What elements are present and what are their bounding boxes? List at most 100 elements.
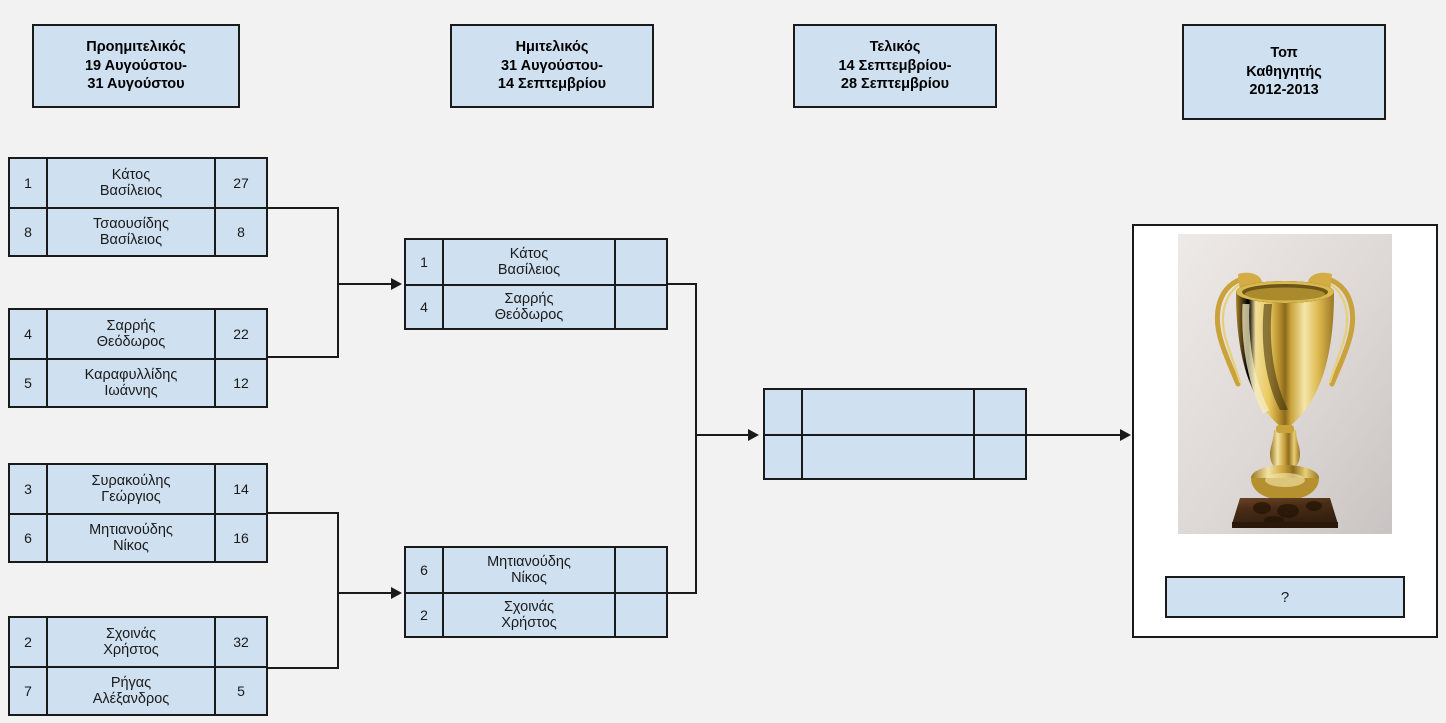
match-row[interactable]: 4 Σαρρής Θεόδωρος xyxy=(406,284,666,328)
player-name-cell: Μητιανούδης Νίκος xyxy=(48,515,216,561)
player-lastname: Ρήγας xyxy=(110,674,152,691)
match-row[interactable] xyxy=(765,434,1025,478)
player-firstname: Νίκος xyxy=(113,538,149,554)
round-header-final: Τελικός 14 Σεπτεμβρίου- 28 Σεπτεμβρίου xyxy=(793,24,997,108)
connector-sf1-sf2-join xyxy=(695,283,697,594)
seed-cell: 7 xyxy=(10,668,48,714)
match-row[interactable]: 8 Τσαουσίδης Βασίλειος 8 xyxy=(10,207,266,255)
match-row[interactable]: 1 Κάτος Βασίλειος 27 xyxy=(10,159,266,207)
round-header-date-to: 31 Αυγούστου xyxy=(87,76,185,93)
seed-cell: 8 xyxy=(10,209,48,255)
score-cell xyxy=(616,548,666,592)
seed-cell: 2 xyxy=(406,594,444,636)
match-quarterfinal-3[interactable]: 3 Συρακούλης Γεώργιος 14 6 Μητιανούδης Ν… xyxy=(8,463,268,563)
match-row[interactable]: 1 Κάτος Βασίλειος xyxy=(406,240,666,284)
score-cell xyxy=(616,240,666,284)
player-name-cell: Συρακούλης Γεώργιος xyxy=(48,465,216,513)
player-name-cell: Τσαουσίδης Βασίλειος xyxy=(48,209,216,255)
player-firstname: Γεώργιος xyxy=(101,489,161,505)
arrow-into-semifinal-2 xyxy=(391,587,402,599)
player-name-cell: Κάτος Βασίλειος xyxy=(444,240,616,284)
winner-panel: ? xyxy=(1132,224,1438,638)
score-cell: 22 xyxy=(233,326,249,342)
match-row[interactable]: 7 Ρήγας Αλέξανδρος 5 xyxy=(10,666,266,714)
round-header-title: Τοπ xyxy=(1270,45,1298,62)
match-row[interactable]: 6 Μητιανούδης Νίκος 16 xyxy=(10,513,266,561)
match-quarterfinal-2[interactable]: 4 Σαρρής Θεόδωρος 22 5 Καραφυλλίδης Ιωάν… xyxy=(8,308,268,408)
player-firstname: Βασίλειος xyxy=(497,262,561,278)
connector-qf4-out xyxy=(268,667,338,669)
seed-cell: 1 xyxy=(10,159,48,207)
player-firstname: Θεόδωρος xyxy=(96,334,166,350)
player-name-cell: Μητιανούδης Νίκος xyxy=(444,548,616,592)
seed-cell: 1 xyxy=(406,240,444,284)
seed-cell: 6 xyxy=(10,515,48,561)
match-row[interactable]: 4 Σαρρής Θεόδωρος 22 xyxy=(10,310,266,358)
player-lastname: Κάτος xyxy=(509,245,549,262)
connector-qf3-qf4-join xyxy=(337,512,339,669)
arrow-into-semifinal-1 xyxy=(391,278,402,290)
round-header-date-from: 19 Αυγούστου- xyxy=(84,57,187,74)
seed-cell: 3 xyxy=(10,465,48,513)
connector-sf2-in xyxy=(337,592,393,594)
score-cell: 27 xyxy=(233,175,249,191)
player-firstname: Νίκος xyxy=(511,570,547,586)
score-cell: 8 xyxy=(237,224,245,240)
seed-cell: 2 xyxy=(10,618,48,666)
round-header-date-from: 31 Αυγούστου- xyxy=(500,57,603,74)
player-firstname: Χρήστος xyxy=(501,615,557,631)
arrow-into-winner-panel xyxy=(1120,429,1131,441)
winner-name-slot[interactable]: ? xyxy=(1165,576,1405,618)
arrow-into-final xyxy=(748,429,759,441)
round-header-top-teacher: Τοπ Καθηγητής 2012-2013 xyxy=(1182,24,1386,120)
match-row[interactable]: 6 Μητιανούδης Νίκος xyxy=(406,548,666,592)
connector-qf1-out xyxy=(268,207,338,209)
match-row[interactable] xyxy=(765,390,1025,434)
player-firstname: Ιωάννης xyxy=(104,383,158,399)
round-header-season: 2012-2013 xyxy=(1249,82,1319,99)
match-row[interactable]: 5 Καραφυλλίδης Ιωάννης 12 xyxy=(10,358,266,406)
score-cell: 5 xyxy=(237,683,245,699)
match-row[interactable]: 2 Σχοινάς Χρήστος 32 xyxy=(10,618,266,666)
match-semifinal-2[interactable]: 6 Μητιανούδης Νίκος 2 Σχοινάς Χρήστος xyxy=(404,546,668,638)
player-firstname: Βασίλειος xyxy=(99,183,163,199)
score-cell xyxy=(616,594,666,636)
seed-cell xyxy=(765,390,803,434)
player-name-cell: Κάτος Βασίλειος xyxy=(48,159,216,207)
match-quarterfinal-4[interactable]: 2 Σχοινάς Χρήστος 32 7 Ρήγας Αλέξανδρος … xyxy=(8,616,268,716)
connector-qf2-out xyxy=(268,356,338,358)
seed-cell: 4 xyxy=(10,310,48,358)
player-firstname: Αλέξανδρος xyxy=(92,691,170,707)
connector-final-in xyxy=(695,434,750,436)
connector-qf1-qf2-join xyxy=(337,207,339,358)
player-firstname: Βασίλειος xyxy=(99,232,163,248)
connector-qf3-out xyxy=(268,512,338,514)
player-lastname: Σαρρής xyxy=(504,290,554,307)
player-lastname: Κάτος xyxy=(111,166,151,183)
connector-sf1-in xyxy=(337,283,393,285)
match-semifinal-1[interactable]: 1 Κάτος Βασίλειος 4 Σαρρής Θεόδωρος xyxy=(404,238,668,330)
round-header-quarterfinal: Προημιτελικός 19 Αυγούστου- 31 Αυγούστου xyxy=(32,24,240,108)
match-final[interactable] xyxy=(763,388,1027,480)
match-row[interactable]: 2 Σχοινάς Χρήστος xyxy=(406,592,666,636)
player-name-cell: Σαρρής Θεόδωρος xyxy=(444,286,616,328)
seed-cell xyxy=(765,436,803,478)
match-quarterfinal-1[interactable]: 1 Κάτος Βασίλειος 27 8 Τσαουσίδης Βασίλε… xyxy=(8,157,268,257)
round-header-date-to: 14 Σεπτεμβρίου xyxy=(497,76,607,93)
player-name-cell: Ρήγας Αλέξανδρος xyxy=(48,668,216,714)
player-firstname: Θεόδωρος xyxy=(494,307,564,323)
round-header-subtitle: Καθηγητής xyxy=(1246,63,1322,80)
match-row[interactable]: 3 Συρακούλης Γεώργιος 14 xyxy=(10,465,266,513)
seed-cell: 6 xyxy=(406,548,444,592)
player-lastname: Καραφυλλίδης xyxy=(84,366,178,383)
player-name-cell: Σαρρής Θεόδωρος xyxy=(48,310,216,358)
score-cell: 12 xyxy=(233,375,249,391)
round-header-date-from: 14 Σεπτεμβρίου- xyxy=(838,57,952,74)
score-cell xyxy=(975,390,1025,434)
score-cell: 14 xyxy=(233,481,249,497)
player-name-cell xyxy=(803,390,975,434)
player-name-cell xyxy=(803,436,975,478)
round-header-title: Προημιτελικός xyxy=(86,39,186,56)
seed-cell: 5 xyxy=(10,360,48,406)
